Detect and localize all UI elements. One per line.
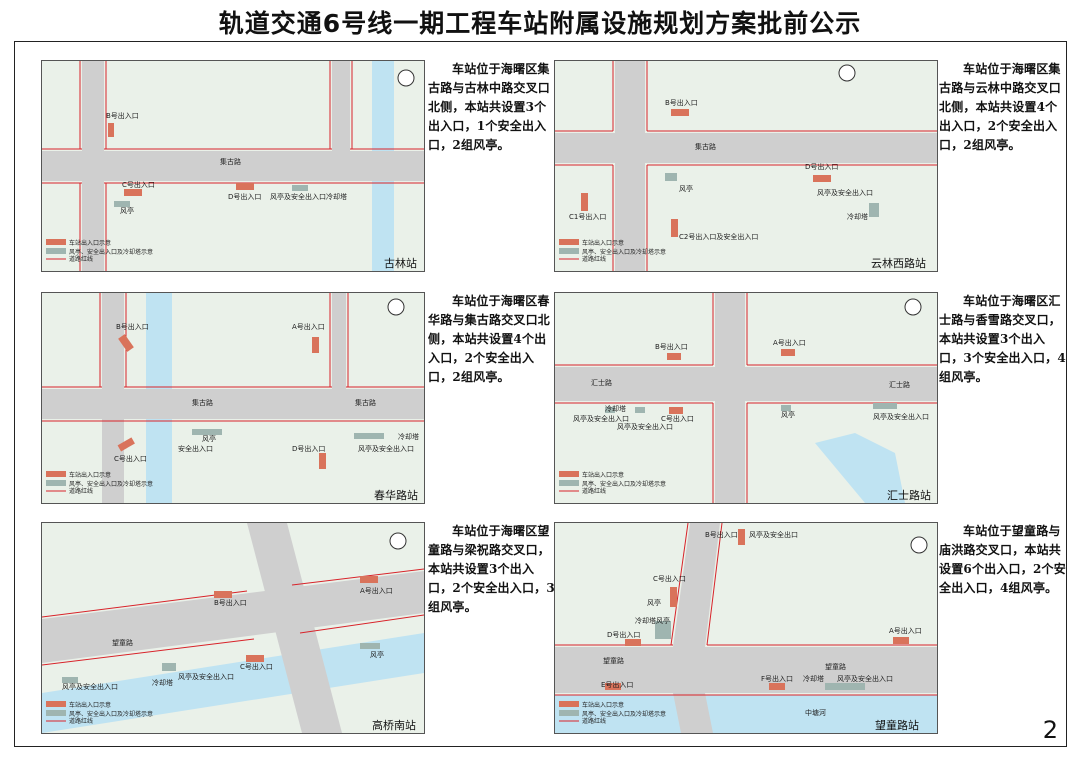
facility-label: 冷却塔 <box>605 404 626 413</box>
entrance-label: C2号出入口及安全出入口 <box>679 232 758 241</box>
station-name: 望童路站 <box>875 718 919 732</box>
entrance-label: D号出入口 <box>292 444 325 453</box>
legend-redline: 道路红线 <box>69 255 93 263</box>
legend-entrance: 车站出入口示意 <box>582 239 624 247</box>
map-wangtonglu: 望童路 望童路 中塘河 A号出入口 B号出入口 C号出入口 D号出入口 E号出入… <box>554 522 938 734</box>
page-title: 轨道交通6号线一期工程车站附属设施规划方案批前公示 <box>218 9 862 38</box>
facility-label: 冷却塔 <box>847 212 868 221</box>
legend-entrance: 车站出入口示意 <box>69 239 111 247</box>
entrance-label: B号出入口 <box>116 322 149 331</box>
facility-label: 冷却塔 <box>326 192 347 201</box>
entrance-label: C1号出入口 <box>569 212 606 221</box>
entrance-label: A号出入口 <box>889 626 922 635</box>
map-huishilu: 汇士路 汇士路 A号出入口 B号出入口 C号出入口 风亭及安全出入口 冷却塔 风… <box>554 292 938 504</box>
legend-entrance: 车站出入口示意 <box>582 701 624 709</box>
facility-label: 安全出入口 <box>178 444 213 453</box>
road-label: 汇士路 <box>591 378 612 387</box>
facility-label: 风亭及安全出入口 <box>270 192 326 201</box>
road-label: 汇士路 <box>889 380 910 389</box>
facility-label: 风亭及安全出入口 <box>178 672 234 681</box>
entrance-label: C号出入口 <box>653 574 686 583</box>
legend-facility: 风亭、安全出入口及冷却塔示意 <box>582 480 666 488</box>
legend-redline: 道路红线 <box>582 487 606 495</box>
entrance-label: E号出入口 <box>601 680 633 689</box>
station-description: 车站位于海曙区集古路与云林中路交叉口北侧，本站共设置4个出入口，2个安全出入口，… <box>939 62 1062 152</box>
station-description: 车站位于海曙区望童路与梁祝路交叉口，本站共设置3个出入口，2个安全出入口，3组风… <box>428 524 555 614</box>
facility-label: 风亭及安全出入口 <box>837 674 893 683</box>
road-label: 集古路 <box>355 398 376 407</box>
legend-facility: 风亭、安全出入口及冷却塔示意 <box>69 248 153 256</box>
road-label: 望童路 <box>825 662 846 671</box>
station-description: 车站位于海曙区春华路与集古路交叉口北侧，本站共设置4个出入口，2个安全出入口，2… <box>428 294 551 384</box>
facility-label: 风亭 <box>202 434 216 443</box>
facility-label: 风亭及安全出入口 <box>358 444 414 453</box>
map-gulin: 集古路 B号出入口 C号出入口 D号出入口 风亭 风亭及安全出入口 冷却塔 车站… <box>41 60 425 272</box>
facility-label: 风亭及安全出口 <box>749 530 798 539</box>
facility-label: 风亭及安全出入口 <box>62 682 118 691</box>
station-description: 车站位于海曙区集古路与古林中路交叉口北侧，本站共设置3个出入口，1个安全出入口，… <box>428 62 551 152</box>
station-name: 春华路站 <box>374 488 418 502</box>
facility-label: 风亭 <box>679 184 693 193</box>
map-yunlinxilu: 集古路 B号出入口 C1号出入口 C2号出入口及安全出入口 D号出入口 风亭 风… <box>554 60 938 272</box>
facility-label: 风亭及安全出入口 <box>617 422 673 431</box>
facility-label: 风亭 <box>647 598 661 607</box>
facility-label: 冷却塔风亭 <box>635 616 670 625</box>
facility-label: 冷却塔 <box>152 678 173 687</box>
legend-entrance: 车站出入口示意 <box>582 471 624 479</box>
legend-redline: 道路红线 <box>582 255 606 263</box>
entrance-label: A号出入口 <box>773 338 806 347</box>
entrance-label: A号出入口 <box>292 322 325 331</box>
facility-label: 风亭 <box>120 206 134 215</box>
entrance-label: B号出入口 <box>214 598 247 607</box>
legend-redline: 道路红线 <box>69 717 93 725</box>
content-frame <box>14 41 1067 747</box>
facility-label: 冷却塔 <box>803 674 824 683</box>
road-label: 望童路 <box>603 656 624 665</box>
entrance-label: B号出入口 <box>705 530 738 539</box>
road-label: 集古路 <box>192 398 213 407</box>
legend-entrance: 车站出入口示意 <box>69 701 111 709</box>
station-name: 汇士路站 <box>887 488 931 502</box>
entrance-label: D号出入口 <box>805 162 838 171</box>
station-name: 云林西路站 <box>871 256 926 270</box>
facility-label: 风亭及安全出入口 <box>817 188 873 197</box>
road-label: 集古路 <box>220 157 241 166</box>
map-gaoqiaonan: 望童路 A号出入口 B号出入口 C号出入口 风亭及安全出入口 冷却塔 风亭及安全… <box>41 522 425 734</box>
road-label: 望童路 <box>112 638 133 647</box>
river-label: 中塘河 <box>805 708 826 717</box>
legend-facility: 风亭、安全出入口及冷却塔示意 <box>582 710 666 718</box>
facility-label: 风亭及安全出入口 <box>873 412 929 421</box>
facility-label: 风亭 <box>781 410 795 419</box>
entrance-label: F号出入口 <box>761 674 793 683</box>
entrance-label: C号出入口 <box>661 414 694 423</box>
entrance-label: C号出入口 <box>240 662 273 671</box>
legend-facility: 风亭、安全出入口及冷却塔示意 <box>69 480 153 488</box>
entrance-label: B号出入口 <box>106 111 139 120</box>
page-number: 2 <box>1042 716 1058 744</box>
station-description: 车站位于海曙区汇士路与香雪路交叉口，本站共设置3个出入口，3个安全出入口，4组风… <box>939 294 1066 384</box>
station-name: 高桥南站 <box>372 718 416 732</box>
entrance-label: D号出入口 <box>607 630 640 639</box>
entrance-label: A号出入口 <box>360 586 393 595</box>
station-name: 古林站 <box>384 256 417 270</box>
legend-redline: 道路红线 <box>582 717 606 725</box>
entrance-label: B号出入口 <box>655 342 688 351</box>
legend-redline: 道路红线 <box>69 487 93 495</box>
facility-label: 风亭及安全出入口 <box>573 414 629 423</box>
road-label: 集古路 <box>695 142 716 151</box>
entrance-label: C号出入口 <box>114 454 147 463</box>
station-description: 车站位于望童路与庙洪路交叉口，本站共设置6个出入口，2个安全出入口，4组风亭。 <box>939 524 1066 595</box>
map-chunhualu: 集古路 集古路 A号出入口 B号出入口 C号出入口 D号出入口 风亭 安全出入口… <box>41 292 425 504</box>
entrance-label: C号出入口 <box>122 180 155 189</box>
legend-facility: 风亭、安全出入口及冷却塔示意 <box>582 248 666 256</box>
entrance-label: B号出入口 <box>665 98 698 107</box>
entrance-label: D号出入口 <box>228 192 261 201</box>
legend-entrance: 车站出入口示意 <box>69 471 111 479</box>
facility-label: 风亭 <box>370 650 384 659</box>
facility-label: 冷却塔 <box>398 432 419 441</box>
legend-facility: 风亭、安全出入口及冷却塔示意 <box>69 710 153 718</box>
